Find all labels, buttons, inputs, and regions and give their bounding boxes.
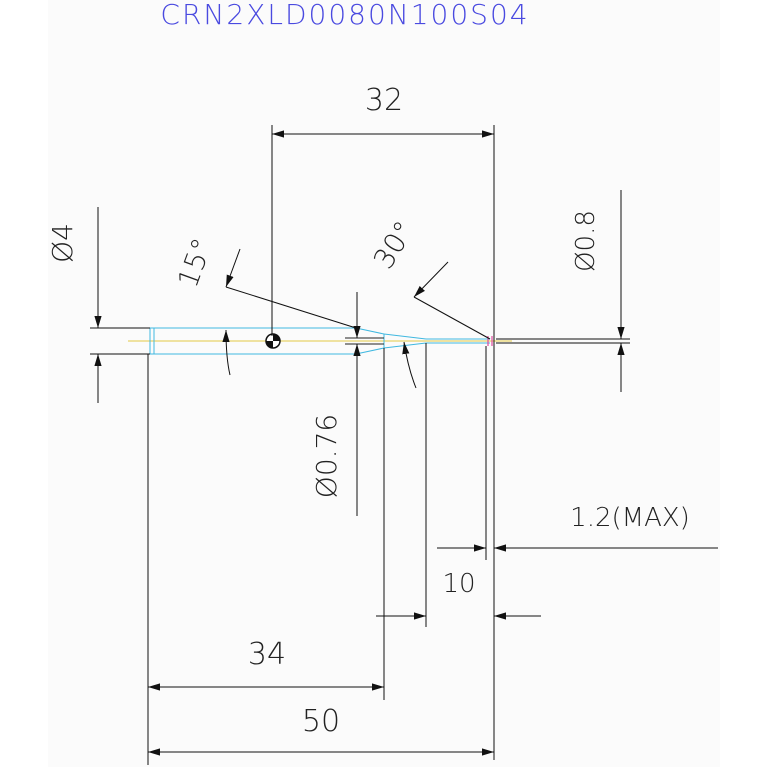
tool-neck-lines xyxy=(345,337,384,345)
dim-tip-max: 1.2(MAX) xyxy=(570,503,690,533)
dim-tip-length: 10 xyxy=(442,569,475,599)
dim-tip-dia: Ø0.8 xyxy=(571,210,601,272)
reference-point-symbol xyxy=(265,333,281,349)
part-number-title: CRN2XLD0080N100S04 xyxy=(160,0,529,31)
tool-body-outline xyxy=(149,327,490,355)
dim-ref-length: 32 xyxy=(365,83,403,118)
dim-neck-dia: Ø0.76 xyxy=(310,414,343,498)
dim-body-length: 34 xyxy=(248,637,286,672)
dimension-lines xyxy=(90,125,718,765)
dim-overall-length: 50 xyxy=(302,704,340,739)
dim-shank-dia: Ø4 xyxy=(46,223,79,263)
